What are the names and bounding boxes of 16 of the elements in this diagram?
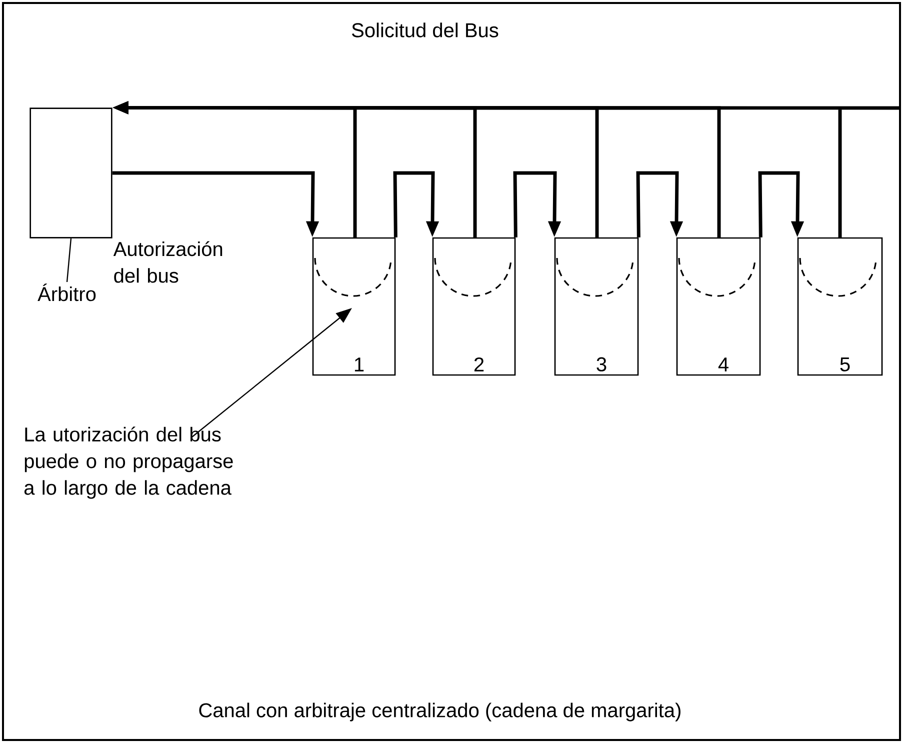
arrow <box>758 171 804 238</box>
note-text: La utorización del bus puede o no propagarse a lo largo de la cadena <box>24 426 233 499</box>
arbiter-box <box>30 108 112 238</box>
device-box: 1 <box>312 237 396 376</box>
caption: Canal con arbitraje centralizado (cadena de margarita) <box>199 702 680 722</box>
device-box: 3 <box>554 237 639 376</box>
arrow <box>513 171 562 238</box>
arbiter-label: Árbitro <box>38 284 96 302</box>
device-box: 2 <box>432 237 516 376</box>
arrow <box>636 171 684 238</box>
bus-label: Solicitud del Bus <box>352 22 498 38</box>
edge-label: Autorización del bus <box>113 241 222 283</box>
arrow <box>393 171 440 238</box>
device-box: 5 <box>797 237 883 376</box>
leader-line <box>66 238 72 282</box>
device-box: 4 <box>676 237 761 376</box>
